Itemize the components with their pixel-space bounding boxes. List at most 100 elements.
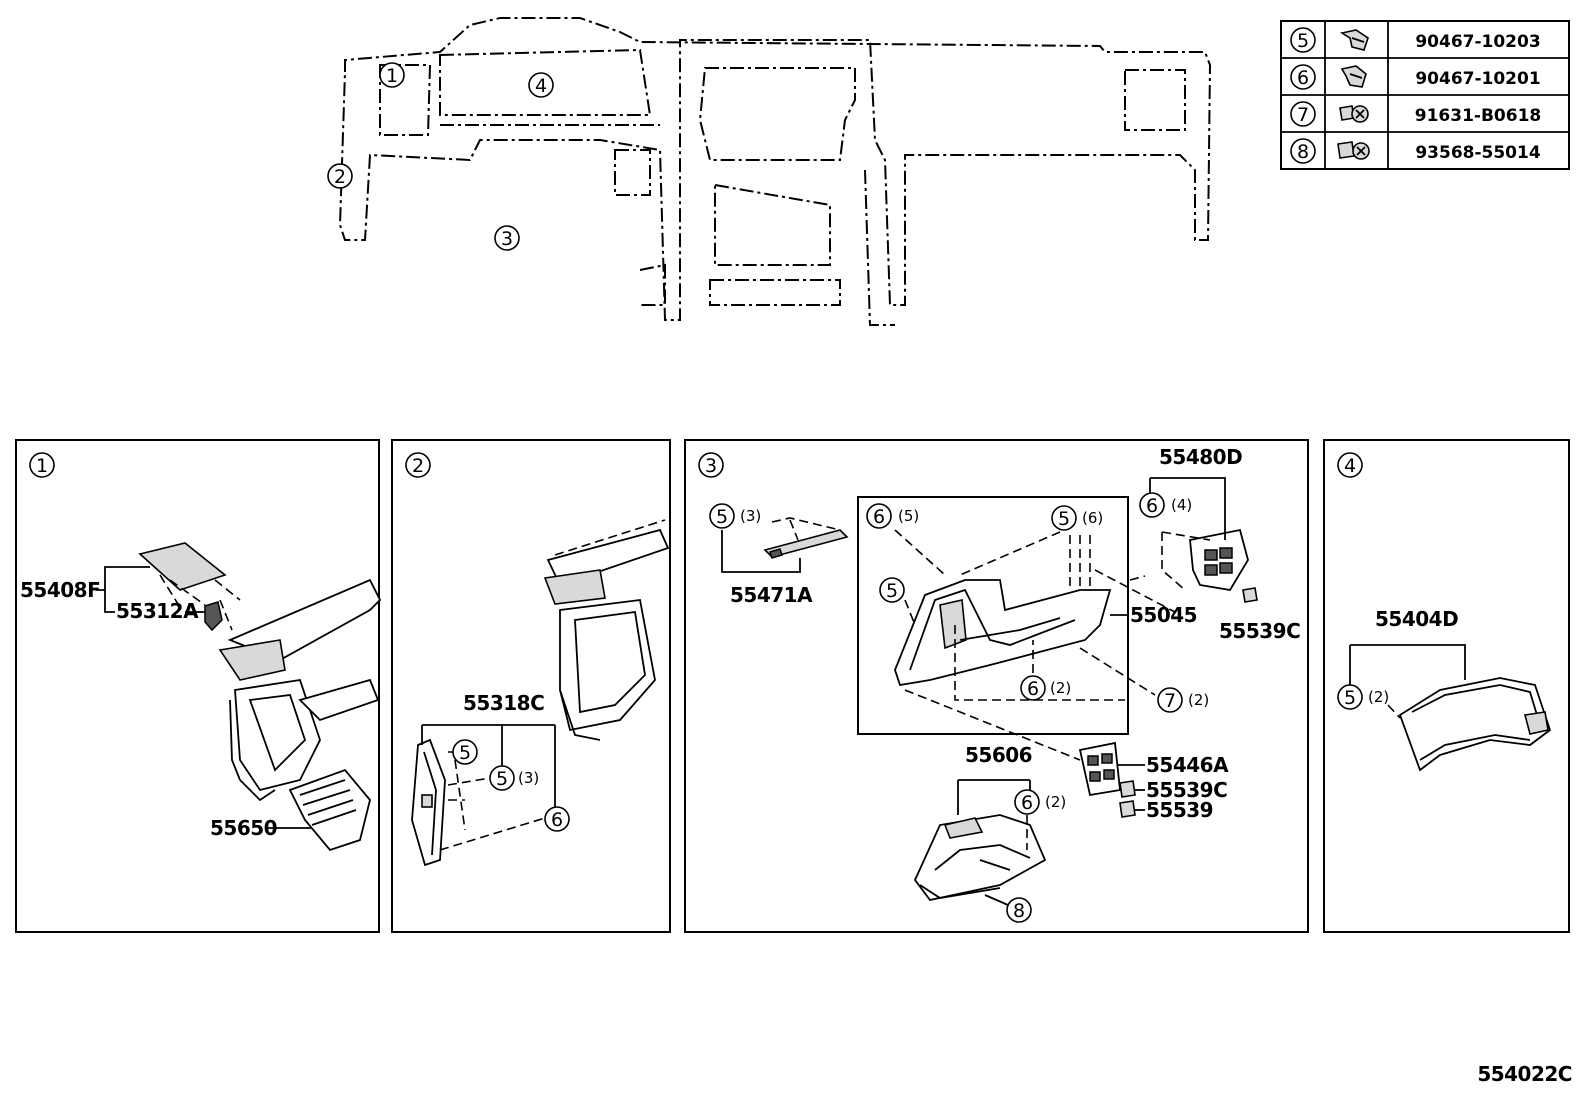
svg-text:6: 6: [551, 809, 563, 831]
label-55539c-lower: 55539C: [1146, 778, 1227, 802]
svg-text:(3): (3): [740, 507, 761, 525]
console-55606: [913, 814, 1047, 902]
svg-text:(5): (5): [898, 507, 919, 525]
fastener-callout-5: 5 (3): [709, 503, 761, 529]
svg-text:1: 1: [36, 455, 48, 477]
label-55318c: 55318C: [463, 691, 544, 715]
label-55446a: 55446A: [1146, 753, 1229, 777]
clip-icon: [1340, 65, 1367, 88]
overview-callout-3: 3: [494, 225, 520, 251]
fastener-callout-5: 5 (6): [1051, 505, 1103, 531]
label-55045: 55045: [1130, 603, 1197, 627]
svg-text:90467-10203: 90467-10203: [1415, 32, 1540, 52]
svg-text:6: 6: [1146, 495, 1158, 517]
svg-text:6: 6: [873, 506, 885, 528]
label-55539c: 55539C: [1219, 619, 1300, 643]
svg-text:7: 7: [1297, 104, 1309, 126]
panel-1: 1 55408F 55312A 55650: [15, 439, 382, 933]
svg-text:2: 2: [412, 455, 424, 477]
fastener-callout-8: 8: [1006, 897, 1032, 923]
fastener-callout-6: 6 (2): [1014, 789, 1066, 815]
clip-55312a: [204, 601, 223, 632]
cluster-hood-55404d: [1398, 677, 1552, 772]
svg-text:(2): (2): [1368, 688, 1389, 706]
svg-text:5: 5: [496, 768, 508, 790]
trim-strip-55471a: [763, 529, 849, 559]
svg-text:5: 5: [716, 506, 728, 528]
screw-icon: [1337, 141, 1370, 160]
fastener-callout-6: 6: [544, 806, 570, 832]
label-55471a: 55471A: [730, 583, 813, 607]
screw-icon: [1339, 105, 1369, 123]
overview-callouts: 1 2 3 4: [327, 62, 554, 251]
fastener-callout-6: 6 (2): [1020, 675, 1071, 701]
svg-text:4: 4: [535, 75, 547, 97]
fastener-callout-5: 5 (2): [1337, 684, 1389, 710]
label-55312a: 55312A: [116, 599, 199, 623]
svg-text:(6): (6): [1082, 509, 1103, 527]
vent-55650: [288, 768, 371, 852]
fastener-row-8: 8 93568-55014: [1290, 138, 1541, 164]
svg-text:5: 5: [1058, 508, 1070, 530]
svg-text:7: 7: [1164, 690, 1176, 712]
label-55606: 55606: [965, 743, 1032, 767]
dashboard-side-illustration: [218, 578, 382, 802]
svg-text:8: 8: [1013, 900, 1025, 922]
fastener-callout-5: 5 (3): [489, 765, 539, 791]
svg-text:5: 5: [1344, 687, 1356, 709]
svg-text:(2): (2): [1045, 793, 1066, 811]
switch-panel-55480d: [1189, 528, 1249, 591]
label-55404d: 55404D: [1375, 607, 1458, 631]
switch-55539c: [1242, 587, 1258, 603]
panel-55318c: [411, 738, 446, 867]
fastener-callout-5: 5: [879, 577, 905, 603]
label-55408f: 55408F: [20, 578, 100, 602]
switch-panel-55446a: [1078, 741, 1121, 797]
switch-55539: [1119, 800, 1136, 818]
fastener-row-6: 6 90467-10201: [1290, 64, 1541, 90]
overview-callout-2: 2: [327, 163, 353, 189]
fastener-table: 5 90467-10203 6 90467-10201 7 9: [1280, 20, 1570, 170]
dashboard-side-illustration: [543, 519, 670, 741]
overview-callout-4: 4: [528, 72, 554, 98]
svg-text:91631-B0618: 91631-B0618: [1415, 106, 1541, 126]
lower-panel-55045: [894, 579, 1112, 687]
overview-callout-1: 1: [379, 62, 405, 88]
svg-text:(2): (2): [1188, 691, 1209, 709]
clip-icon: [1339, 29, 1369, 51]
label-55480d: 55480D: [1159, 445, 1242, 469]
svg-text:6: 6: [1027, 678, 1039, 700]
panel-3: 3 5 (3) 55471A 6 (5) 5 (: [684, 439, 1309, 933]
svg-text:3: 3: [705, 455, 717, 477]
svg-text:8: 8: [1297, 141, 1309, 163]
svg-text:(3): (3): [518, 769, 539, 787]
svg-text:5: 5: [1297, 30, 1309, 52]
svg-text:5: 5: [886, 580, 898, 602]
svg-text:(4): (4): [1171, 496, 1192, 514]
svg-text:5: 5: [459, 742, 471, 764]
panel-4: 4 55404D 5 (2): [1323, 439, 1570, 933]
illustration-number: 554022C: [1477, 1062, 1572, 1086]
svg-text:4: 4: [1344, 455, 1356, 477]
label-55650: 55650: [210, 816, 277, 840]
svg-text:(2): (2): [1050, 679, 1071, 697]
svg-text:90467-10201: 90467-10201: [1415, 69, 1540, 89]
panel-2: 2 55318C 5 5 (3) 6: [391, 439, 671, 933]
svg-text:3: 3: [501, 228, 513, 250]
fastener-row-5: 5 90467-10203: [1290, 27, 1541, 53]
svg-text:1: 1: [386, 65, 398, 87]
fastener-callout-7: 7 (2): [1157, 687, 1209, 713]
dashboard-overview: [338, 17, 1212, 326]
fastener-callout-6: 6 (4): [1139, 492, 1192, 518]
svg-text:6: 6: [1297, 67, 1309, 89]
label-55539: 55539: [1146, 798, 1213, 822]
svg-text:93568-55014: 93568-55014: [1415, 143, 1541, 163]
switch-55539c-lower: [1119, 780, 1136, 798]
svg-text:6: 6: [1021, 792, 1033, 814]
fastener-row-7: 7 91631-B0618: [1290, 101, 1541, 127]
cover-55408f: [138, 542, 227, 591]
fastener-callout-5: 5: [452, 739, 478, 765]
fastener-callout-6: 6 (5): [866, 503, 919, 529]
svg-text:2: 2: [334, 166, 346, 188]
